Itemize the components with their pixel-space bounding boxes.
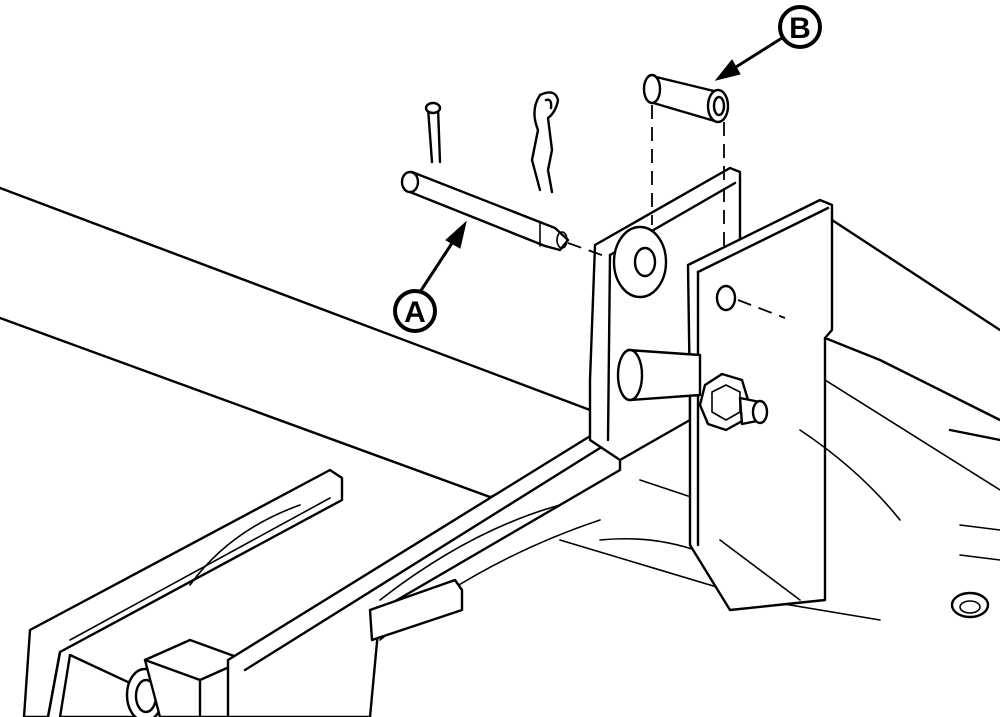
callout-a-label: A (404, 296, 426, 329)
frame-tube (0, 186, 592, 499)
left-mount-bracket (22, 468, 344, 717)
callout-a: A (393, 220, 467, 333)
hex-nut (698, 372, 769, 432)
clevis-pin (400, 170, 611, 259)
callout-b: B (714, 5, 822, 81)
bushing (642, 73, 786, 319)
cotter-pin (424, 101, 442, 164)
callout-b-label: B (789, 12, 811, 45)
hair-pin-clip (530, 91, 560, 194)
cross-shaft (616, 348, 702, 402)
